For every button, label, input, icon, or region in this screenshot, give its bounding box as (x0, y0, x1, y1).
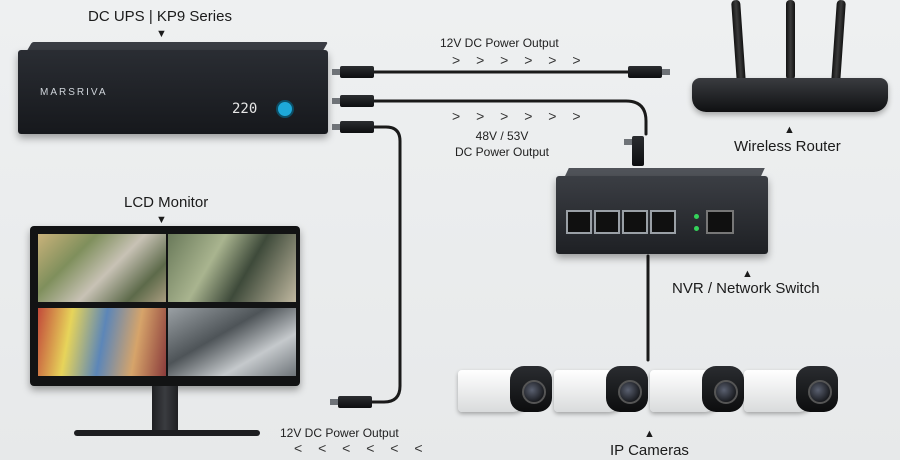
camera-lens-icon (714, 380, 738, 404)
camera-lens-icon (618, 380, 642, 404)
down-pointer-icon: ▼ (156, 214, 167, 226)
ip-cameras-label: IP Cameras (610, 442, 689, 459)
ip-camera-1 (458, 366, 552, 412)
plug-monitor-in (330, 396, 372, 408)
label-12v-output-top: 12V DC Power Output (440, 36, 559, 50)
dc-ups-device (18, 50, 328, 134)
ups-label: DC UPS | KP9 Series (88, 8, 232, 25)
ups-display: 220 (232, 101, 258, 117)
ups-power-button (276, 100, 294, 118)
switch-port-4 (650, 210, 676, 234)
monitor-stand-neck (152, 386, 178, 432)
label-48v-line1: 48V / 53V (475, 129, 529, 143)
plug-ups-out-2 (332, 95, 374, 107)
flow-arrows-bottom: < < < < < < (294, 440, 429, 456)
plug-ups-out-1 (332, 66, 374, 78)
wireless-router-device (692, 78, 888, 112)
monitor-stand-base (74, 430, 260, 436)
ip-camera-3 (650, 366, 744, 412)
switch-led-1 (694, 214, 699, 219)
switch-label: NVR / Network Switch (672, 280, 820, 297)
switch-port-3 (622, 210, 648, 234)
plug-ups-out-3 (332, 121, 374, 133)
down-pointer-icon: ▼ (156, 28, 167, 40)
up-pointer-icon: ▲ (644, 428, 655, 440)
switch-uplink-port (706, 210, 734, 234)
camera-lens-icon (808, 380, 832, 404)
flow-arrows-top: > > > > > > (452, 52, 587, 68)
cable-48v-switch (364, 99, 648, 136)
plug-router-in (628, 66, 662, 78)
camera-feed-2 (168, 234, 296, 302)
camera-feed-4 (168, 308, 296, 376)
switch-led-2 (694, 226, 699, 231)
router-label: Wireless Router (734, 138, 841, 155)
lcd-monitor-device (30, 226, 300, 386)
up-pointer-icon: ▲ (784, 124, 795, 136)
ups-brand-logo: MARSRIVA (40, 87, 108, 98)
label-12v-output-bottom: 12V DC Power Output (280, 426, 399, 440)
ip-camera-4 (744, 366, 838, 412)
up-pointer-icon: ▲ (742, 268, 753, 280)
ip-camera-2 (554, 366, 648, 412)
camera-feed-1 (38, 234, 166, 302)
camera-lens-icon (522, 380, 546, 404)
cable-12v-monitor (364, 125, 402, 404)
switch-port-1 (566, 210, 592, 234)
flow-arrows-mid: > > > > > > (452, 108, 587, 124)
lcd-monitor-label: LCD Monitor (124, 194, 209, 211)
switch-port-2 (594, 210, 620, 234)
label-48v-line2: DC Power Output (454, 145, 550, 159)
camera-feed-3 (38, 308, 166, 376)
plug-switch-in (624, 136, 644, 166)
router-antenna-2 (786, 0, 795, 80)
